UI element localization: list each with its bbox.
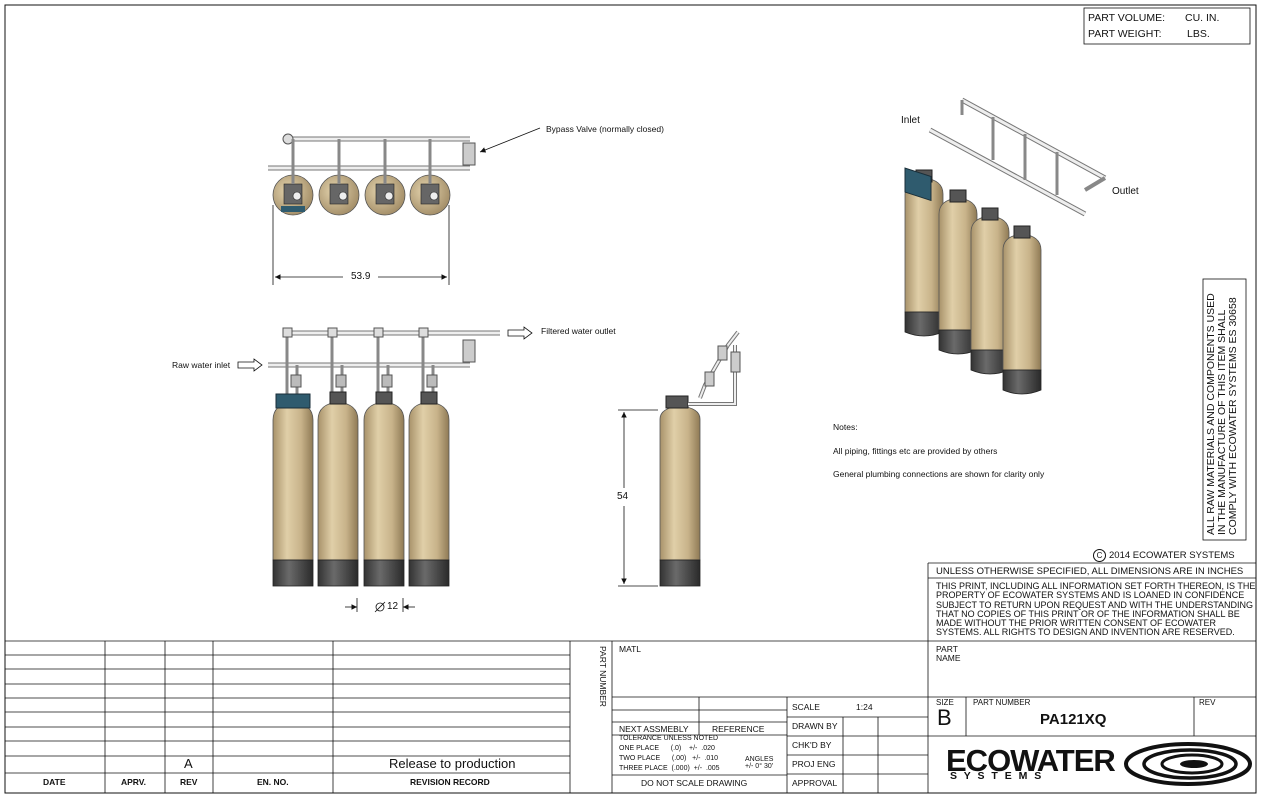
- notes-heading: Notes:: [833, 422, 858, 432]
- top-view-tank: [409, 139, 451, 216]
- part-weight-label: PART WEIGHT:: [1088, 28, 1162, 40]
- part-volume-unit: CU. IN.: [1185, 12, 1220, 24]
- angles-label: ANGLES: [745, 756, 774, 763]
- tolerance-title: TOLERANCE UNLESS NOTED: [619, 735, 719, 742]
- angles-value: +/- 0° 30': [745, 763, 774, 770]
- top-view-tank: [318, 139, 360, 216]
- outlet-label: Outlet: [1112, 186, 1139, 197]
- matl-label: MATL: [619, 644, 642, 654]
- do-not-scale-note: DO NOT SCALE DRAWING: [641, 778, 748, 788]
- unless-note: UNLESS OTHERWISE SPECIFIED, ALL DIMENSIO…: [936, 566, 1244, 577]
- ecowater-logo-text: ECOWATER: [946, 743, 1116, 778]
- side-view: [618, 330, 741, 587]
- header-approved: APRV.: [121, 777, 147, 787]
- part-weight-unit: LBS.: [1187, 28, 1210, 40]
- filtered-outlet-label: Filtered water outlet: [541, 326, 616, 336]
- top-view-tank: [364, 139, 406, 216]
- isometric-view: [904, 97, 1107, 395]
- notes-line-1: All piping, fittings etc are provided by…: [833, 446, 998, 456]
- scale-label: SCALE: [792, 702, 820, 712]
- header-revision-record: REVISION RECORD: [410, 777, 490, 787]
- checked-by-label: CHK'D BY: [792, 740, 832, 750]
- raw-inlet-label: Raw water inlet: [172, 360, 231, 370]
- top-view-tank: [272, 139, 314, 216]
- diameter-dimension: 12: [387, 601, 399, 612]
- part-number-label: PART NUMBER: [973, 698, 1031, 707]
- ecowater-logo-subtext: S Y S T E M S: [950, 770, 1044, 782]
- isometric-tank: [938, 189, 978, 355]
- part-number-value: PA121XQ: [1040, 711, 1107, 728]
- revision-value: A: [184, 756, 193, 771]
- compliance-note: ALL RAW MATERIALS AND COMPONENTS USED IN…: [1205, 293, 1239, 535]
- header-rev: REV: [180, 777, 198, 787]
- front-view-tank: [272, 327, 314, 587]
- bypass-valve-label: Bypass Valve (normally closed): [546, 124, 664, 134]
- revision-description: Release to production: [389, 756, 516, 771]
- ecowater-swirl-icon: [1124, 742, 1252, 786]
- part-number-vertical: PART NUMBER: [598, 646, 608, 707]
- notes-line-2: General plumbing connections are shown f…: [833, 469, 1045, 479]
- width-dimension: 53.9: [351, 271, 371, 282]
- isometric-tank: [1002, 225, 1042, 395]
- front-view-tank: [363, 327, 405, 587]
- sheet-border: [4, 4, 1257, 794]
- part-volume-label: PART VOLUME:: [1088, 12, 1166, 24]
- rev-label: REV: [1199, 698, 1216, 707]
- copyright-icon: C: [1093, 549, 1106, 562]
- confidential-statement: THIS PRINT, INCLUDING ALL INFORMATION SE…: [936, 581, 1256, 638]
- tolerance-one-place: ONE PLACE (.0) +/- .020: [619, 745, 715, 752]
- tolerance-two-place: TWO PLACE (.00) +/- .010: [619, 755, 719, 762]
- size-label: SIZE: [936, 698, 954, 707]
- drawn-by-label: DRAWN BY: [792, 721, 838, 731]
- header-date: DATE: [43, 777, 66, 787]
- part-name-label: PART NAME: [936, 644, 961, 663]
- title-block-lines: [5, 7, 1256, 793]
- approval-label: APPROVAL: [792, 778, 838, 788]
- reference-label: REFERENCE: [712, 724, 765, 734]
- inlet-label: Inlet: [901, 115, 920, 126]
- height-dimension: 54: [617, 491, 629, 502]
- front-view: [237, 326, 533, 613]
- tolerance-three-place: THREE PLACE (.000) +/- .005: [619, 765, 720, 772]
- front-view-tank: [317, 327, 359, 587]
- header-en-no: EN. NO.: [257, 777, 289, 787]
- size-value: B: [937, 705, 952, 730]
- scale-value: 1:24: [856, 702, 873, 712]
- next-assembly-label: NEXT ASSMEBLY: [619, 724, 689, 734]
- project-engineer-label: PROJ ENG: [792, 759, 836, 769]
- isometric-tank: [970, 207, 1010, 375]
- top-view: [268, 127, 541, 285]
- front-view-tank: [408, 327, 450, 587]
